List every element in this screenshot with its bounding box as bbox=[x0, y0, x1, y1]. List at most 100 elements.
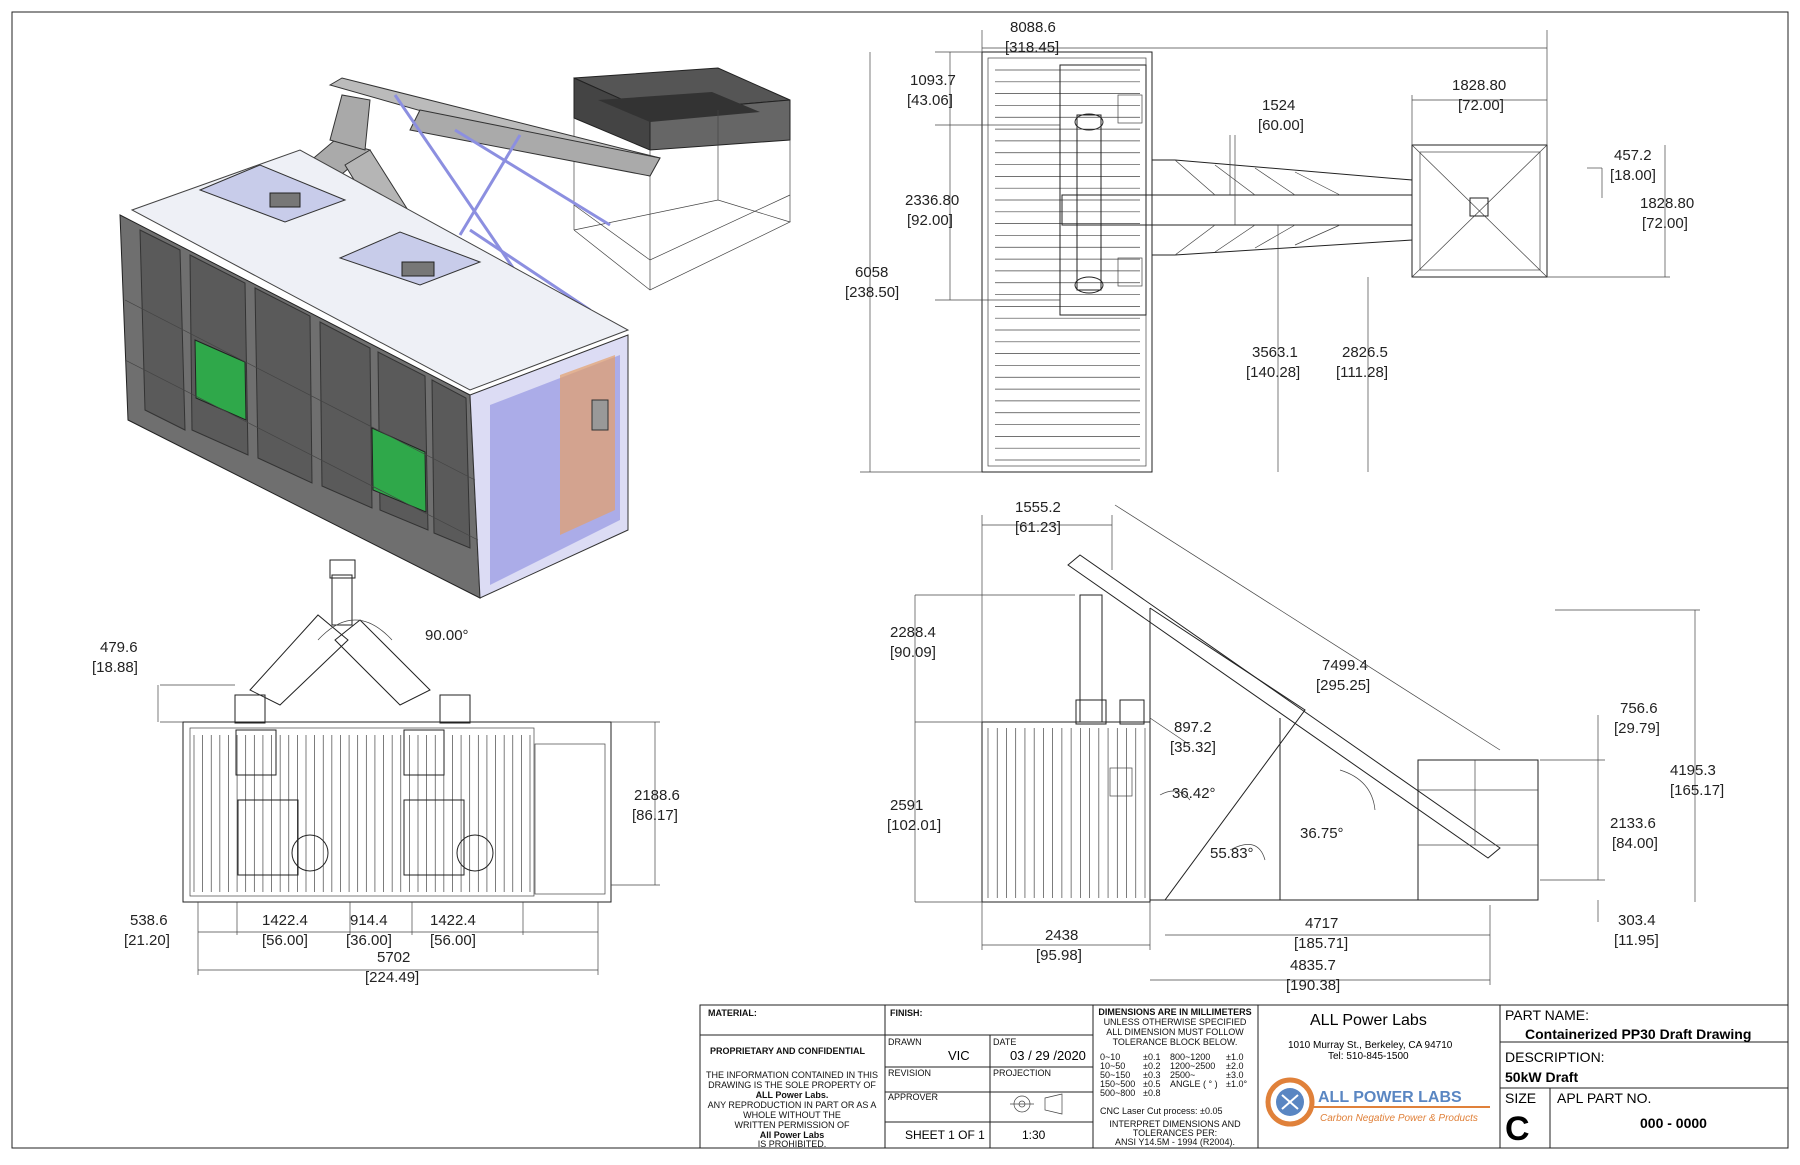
interpret-note: INTERPRET DIMENSIONS AND TOLERANCES PER:… bbox=[1109, 1119, 1241, 1147]
dim-top-h-in: [140.28] bbox=[1246, 364, 1300, 381]
dim-side-l-in: [190.38] bbox=[1286, 977, 1340, 994]
part-no-value: 000 - 0000 bbox=[1640, 1115, 1707, 1131]
svg-text:10~50: 10~50 bbox=[1100, 1061, 1125, 1071]
dim-top-c-in: [238.50] bbox=[845, 284, 899, 301]
dim-side-f-mm: 756.6 bbox=[1620, 700, 1658, 717]
dim-side-b-mm: 2288.4 bbox=[890, 624, 936, 641]
dim-angle-1: 36.42° bbox=[1172, 785, 1216, 802]
front-view bbox=[157, 559, 660, 975]
size-value: C bbox=[1505, 1110, 1530, 1148]
top-view bbox=[860, 30, 1670, 473]
svg-text:ANSI Y14.5M - 1994 (R2004).: ANSI Y14.5M - 1994 (R2004). bbox=[1115, 1137, 1235, 1147]
dim-top-i-in: [111.28] bbox=[1336, 364, 1388, 381]
dim-front-a-in: [18.88] bbox=[92, 659, 138, 676]
dim-top-d-mm: 1524 bbox=[1262, 97, 1295, 114]
svg-text:500~800: 500~800 bbox=[1100, 1088, 1135, 1098]
description-value: 50kW Draft bbox=[1505, 1069, 1578, 1085]
projection-symbol bbox=[1010, 1093, 1063, 1115]
dimension-note: DIMENSIONS ARE IN MILLIMETERS UNLESS OTH… bbox=[1098, 1007, 1251, 1047]
side-view bbox=[914, 504, 1700, 985]
dim-top-c-mm: 6058 bbox=[855, 264, 888, 281]
svg-text:All Power Labs: All Power Labs bbox=[760, 1130, 825, 1140]
logo-text: ALL POWER LABS bbox=[1318, 1089, 1462, 1106]
dim-side-h-in: [84.00] bbox=[1612, 835, 1658, 852]
dim-top-e-in: [72.00] bbox=[1458, 97, 1504, 114]
dim-front-c-in: [21.20] bbox=[124, 932, 170, 949]
approver-label: APPROVER bbox=[888, 1092, 939, 1102]
svg-text:1200~2500: 1200~2500 bbox=[1170, 1061, 1215, 1071]
dim-top-d-in: [60.00] bbox=[1258, 117, 1304, 134]
dim-front-angle: 90.00° bbox=[425, 627, 469, 644]
svg-text:ANGLE ( ° ): ANGLE ( ° ) bbox=[1170, 1079, 1218, 1089]
dim-top-total-in: [318.45] bbox=[1005, 39, 1059, 56]
company-logo: ALL POWER LABS Carbon Negative Power & P… bbox=[1265, 1077, 1490, 1127]
part-name: Containerized PP30 Draft Drawing bbox=[1525, 1026, 1751, 1042]
dim-top-a-in: [43.06] bbox=[907, 92, 953, 109]
dim-front-a-mm: 479.6 bbox=[100, 639, 138, 656]
svg-text:±2.0: ±2.0 bbox=[1226, 1061, 1243, 1071]
dim-side-j-in: [95.98] bbox=[1036, 947, 1082, 964]
dim-front-e-in: [36.00] bbox=[346, 932, 392, 949]
dim-top-b-in: [92.00] bbox=[907, 212, 953, 229]
svg-text:±0.2: ±0.2 bbox=[1143, 1061, 1160, 1071]
dim-top-e-mm: 1828.80 bbox=[1452, 77, 1506, 94]
dim-side-l-mm: 4835.7 bbox=[1290, 957, 1336, 974]
dim-top-f-in: [18.00] bbox=[1610, 167, 1656, 184]
svg-text:±0.8: ±0.8 bbox=[1143, 1088, 1160, 1098]
svg-text:±3.0: ±3.0 bbox=[1226, 1070, 1243, 1080]
svg-text:INTERPRET DIMENSIONS AND: INTERPRET DIMENSIONS AND bbox=[1109, 1119, 1241, 1129]
dim-front-f-in: [56.00] bbox=[430, 932, 476, 949]
svg-text:UNLESS OTHERWISE SPECIFIED: UNLESS OTHERWISE SPECIFIED bbox=[1104, 1017, 1247, 1027]
svg-text:DIMENSIONS ARE IN MILLIMETERS: DIMENSIONS ARE IN MILLIMETERS bbox=[1098, 1007, 1251, 1017]
tolerance-table: 0~10 10~50 50~150 150~500 500~800 ±0.1 ±… bbox=[1100, 1052, 1247, 1098]
dim-top-f-mm: 457.2 bbox=[1614, 147, 1652, 164]
revision-label: REVISION bbox=[888, 1068, 931, 1078]
svg-text:±1.0°: ±1.0° bbox=[1226, 1079, 1247, 1089]
dim-side-e-mm: 2591 bbox=[890, 797, 923, 814]
dim-front-f-mm: 1422.4 bbox=[430, 912, 476, 929]
description-label: DESCRIPTION: bbox=[1505, 1049, 1605, 1065]
projection-label: PROJECTION bbox=[993, 1068, 1051, 1078]
svg-text:2500~: 2500~ bbox=[1170, 1070, 1195, 1080]
logo-tagline: Carbon Negative Power & Products bbox=[1320, 1113, 1478, 1124]
dim-front-b-mm: 2188.6 bbox=[634, 787, 680, 804]
dim-side-f-in: [29.79] bbox=[1614, 720, 1660, 737]
svg-text:50~150: 50~150 bbox=[1100, 1070, 1130, 1080]
date-value: 03 / 29 /2020 bbox=[1010, 1048, 1086, 1063]
svg-text:ALL DIMENSION MUST FOLLOW: ALL DIMENSION MUST FOLLOW bbox=[1106, 1027, 1244, 1037]
part-name-label: PART NAME: bbox=[1505, 1007, 1589, 1023]
proprietary-label: PROPRIETARY AND CONFIDENTIAL bbox=[710, 1046, 866, 1056]
dimension-labels: 8088.6 [318.45] 1093.7 [43.06] 2336.80 [… bbox=[92, 19, 1724, 994]
material-label: MATERIAL: bbox=[708, 1008, 757, 1018]
title-block: MATERIAL: FINISH: PROPRIETARY AND CONFID… bbox=[699, 1004, 1789, 1149]
cnc-tolerance: CNC Laser Cut process: ±0.05 bbox=[1100, 1106, 1223, 1116]
size-label: SIZE bbox=[1505, 1090, 1536, 1106]
dim-side-d-in: [35.32] bbox=[1170, 739, 1216, 756]
dim-front-g-in: [224.49] bbox=[365, 969, 419, 986]
dim-side-d-mm: 897.2 bbox=[1174, 719, 1212, 736]
dim-front-d-in: [56.00] bbox=[262, 932, 308, 949]
sheet-number: SHEET 1 OF 1 bbox=[905, 1128, 985, 1142]
svg-text:WRITTEN PERMISSION OF: WRITTEN PERMISSION OF bbox=[734, 1120, 850, 1130]
svg-text:±0.3: ±0.3 bbox=[1143, 1070, 1160, 1080]
svg-text:±0.5: ±0.5 bbox=[1143, 1079, 1160, 1089]
svg-text:±0.1: ±0.1 bbox=[1143, 1052, 1160, 1062]
drawn-label: DRAWN bbox=[888, 1037, 922, 1047]
finish-label: FINISH: bbox=[890, 1008, 923, 1018]
dim-front-d-mm: 1422.4 bbox=[262, 912, 308, 929]
dim-top-i-mm: 2826.5 bbox=[1342, 344, 1388, 361]
dim-top-b-mm: 2336.80 bbox=[905, 192, 959, 209]
company-address: 1010 Murray St., Berkeley, CA 94710 bbox=[1288, 1040, 1453, 1051]
drawing-scale: 1:30 bbox=[1022, 1128, 1046, 1142]
dim-top-g-mm: 1828.80 bbox=[1640, 195, 1694, 212]
dim-side-a-in: [61.23] bbox=[1015, 519, 1061, 536]
part-no-label: APL PART NO. bbox=[1557, 1090, 1651, 1106]
dim-top-h-mm: 3563.1 bbox=[1252, 344, 1298, 361]
svg-text:ALL Power Labs.: ALL Power Labs. bbox=[756, 1090, 829, 1100]
svg-text:0~10: 0~10 bbox=[1100, 1052, 1120, 1062]
drawn-value: VIC bbox=[948, 1048, 970, 1063]
dim-front-b-in: [86.17] bbox=[632, 807, 678, 824]
svg-text:TOLERANCES PER:: TOLERANCES PER: bbox=[1133, 1128, 1217, 1138]
dim-top-g-in: [72.00] bbox=[1642, 215, 1688, 232]
